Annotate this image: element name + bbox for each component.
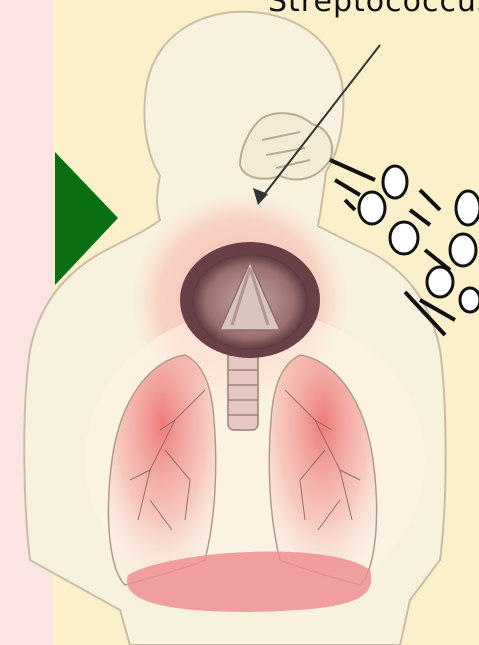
throat-cross-section <box>180 242 320 358</box>
